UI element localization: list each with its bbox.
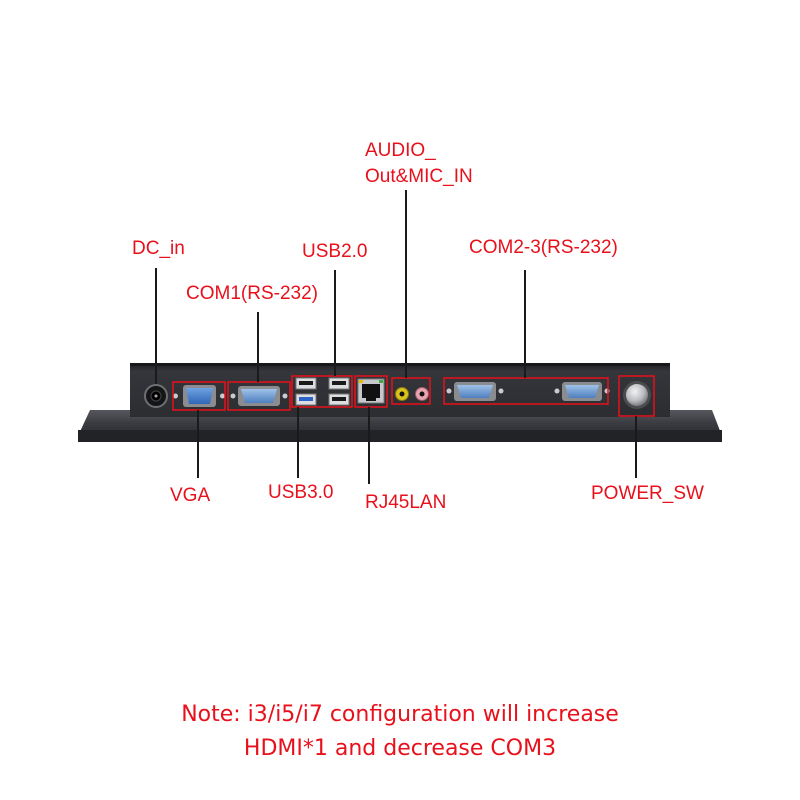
rj45-port-icon — [357, 378, 385, 404]
audio-highlight-box — [391, 377, 431, 405]
rj45-highlight-box — [354, 375, 388, 408]
leader-lines — [155, 190, 637, 484]
audio-label-line1: AUDIO_ — [365, 140, 436, 161]
audio-label-line2: Out&MIC_IN — [365, 166, 473, 187]
usb-port-icon — [295, 377, 350, 406]
rj45-label: RJ45LAN — [365, 492, 447, 513]
power-sw-label: POWER_SW — [591, 483, 704, 504]
db9-serial-port-icon — [446, 382, 504, 401]
vga-port-icon — [173, 385, 225, 407]
audio-jack-icon — [395, 387, 429, 401]
vga-label: VGA — [170, 485, 211, 506]
power-button-icon — [623, 381, 651, 409]
note-line-2: HDMI*1 and decrease COM3 — [243, 736, 557, 761]
dc-in-label: DC_in — [132, 238, 185, 259]
com23-label: COM2-3(RS-232) — [469, 237, 618, 258]
dc-jack-icon — [144, 384, 168, 408]
com1-label: COM1(RS-232) — [186, 283, 318, 304]
usb2-label: USB2.0 — [302, 241, 368, 262]
note-line-1: Note: i3/i5/i7 configuration will increa… — [181, 702, 619, 727]
panel-body — [78, 363, 722, 442]
db9-serial-port-icon — [554, 382, 610, 401]
usb-highlight-box — [291, 375, 353, 408]
db9-serial-port-icon — [230, 386, 288, 406]
usb3-label: USB3.0 — [268, 482, 334, 503]
